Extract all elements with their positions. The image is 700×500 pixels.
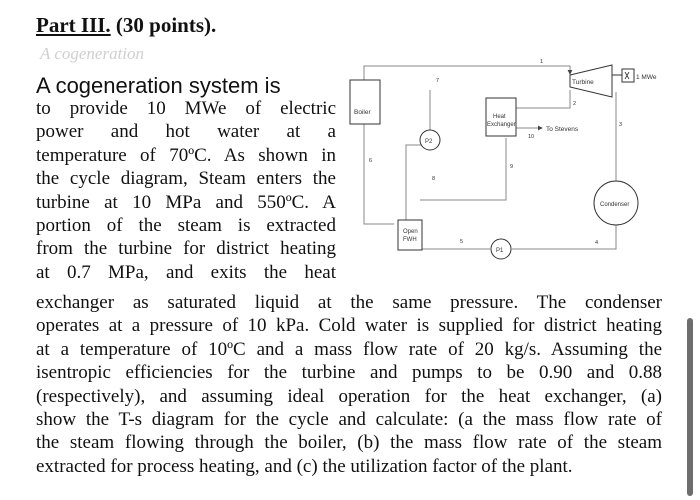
state-label: 4 [595,240,598,246]
state-label: 6 [369,158,372,164]
text-line: show the T-s diagram for the cycle and c… [36,409,662,431]
part-label: Part III. [36,13,111,37]
text-line: isentropic efficiencies for the turbine … [36,362,662,384]
pump-p2-label: P2 [425,139,433,145]
problem-text: exchanger as saturated liquid at the sam… [36,291,662,478]
faded-text: A cogeneration [40,44,145,63]
heat-exchanger-label: Heat [493,114,506,120]
state-label: 2 [573,101,576,107]
intro-line: portion of the steam is extracted [36,215,336,237]
power-label: 1 MWe [636,74,657,81]
points-label: (30 points). [115,13,217,37]
text-line: exchanger as saturated liquid at the sam… [36,292,662,313]
open-fwh-label: FWH [403,237,417,243]
turbine: Turbine [569,64,613,98]
text-line: at a temperature of 10ºC and a mass flow… [36,338,662,360]
state-label: 7 [436,78,439,84]
boiler-label: Boiler [354,109,371,116]
intro-line: turbine at 10 MPa and 550ºC. A [36,191,336,213]
cycle-diagram: Turbine 1 MWe Boiler Heat Exchanger To S… [349,59,657,260]
heat-exchanger-label: Exchanger [487,122,516,128]
heat-exchanger [485,97,517,137]
pump-p1 [490,238,512,260]
state-label: 5 [460,239,463,245]
text-line: (respectively), and assuming ideal opera… [36,385,662,407]
state-label: 1 [540,59,543,65]
condenser-label: Condenser [600,202,629,208]
to-stevens-label: To Stevens [546,126,579,133]
intro-paragraph: A cogeneration system is to provide 10 M… [36,74,336,284]
intro-lead: A cogeneration system is [36,73,281,98]
pump-p1-label: P1 [496,248,504,254]
state-label: 10 [528,134,534,140]
intro-line: temperature of 70ºC. As shown in [36,144,336,166]
state-label: 8 [432,176,435,182]
intro-line: power and hot water at a [36,121,336,143]
condenser [593,180,639,226]
text-line: operates at a pressure of 10 kPa. Cold w… [36,315,662,337]
boiler [349,79,381,125]
intro-line: from the turbine for district heating [36,238,336,260]
text-line: extracted for process heating, and (c) t… [36,455,573,477]
text-line: the steam flowing through the boiler, (b… [36,432,662,454]
part-heading: Part III. (30 points). [36,12,216,38]
intro-line: the cycle diagram, Steam enters the [36,168,336,190]
turbine-label: Turbine [572,79,594,86]
state-label: 9 [510,164,513,170]
intro-line: to provide 10 MWe of electric [36,98,336,119]
generator-icon [621,68,635,83]
scrollbar-thumb[interactable] [687,318,693,496]
open-fwh [397,219,423,251]
state-label: 3 [619,122,622,128]
intro-line: at 0.7 MPa, and exits the heat [36,261,336,283]
pump-p2 [419,129,441,151]
open-fwh-label: Open [403,229,418,235]
